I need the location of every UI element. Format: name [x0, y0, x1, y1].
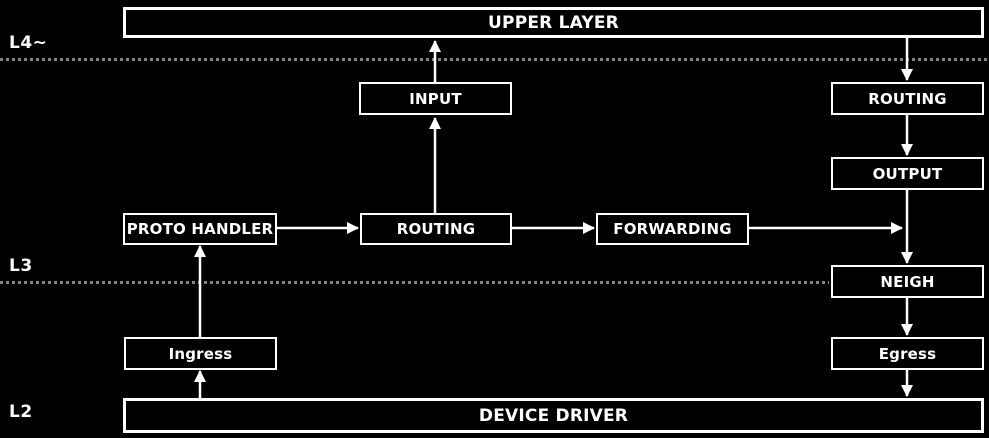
node-proto-handler: PROTO HANDLER	[123, 213, 277, 245]
node-egress: Egress	[831, 337, 984, 370]
node-input: INPUT	[359, 82, 512, 115]
node-forwarding: FORWARDING	[596, 213, 749, 245]
node-ingress: Ingress	[124, 337, 277, 370]
node-neigh: NEIGH	[831, 265, 984, 298]
node-upper-layer: UPPER LAYER	[123, 7, 984, 38]
layer-label-l4: L4~	[9, 33, 48, 53]
layer-label-l3: L3	[9, 256, 33, 276]
layer-label-l2: L2	[9, 402, 33, 422]
node-device-driver: DEVICE DRIVER	[123, 398, 984, 433]
node-routing-inbound: ROUTING	[360, 213, 512, 245]
node-routing-outbound: ROUTING	[831, 82, 984, 115]
node-output: OUTPUT	[831, 157, 984, 190]
